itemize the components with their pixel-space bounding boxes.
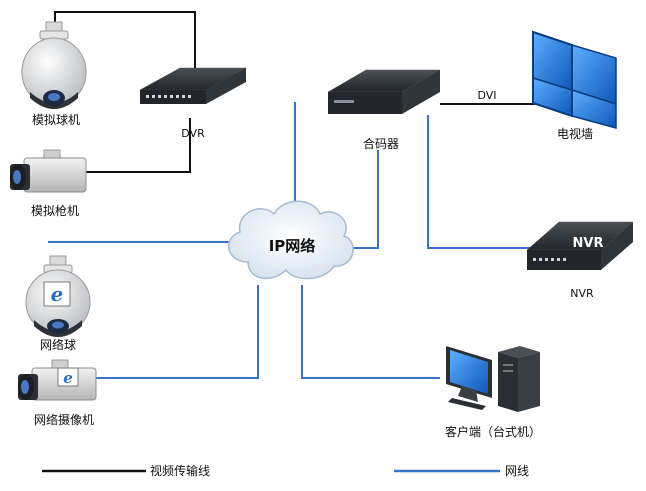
video-wall-label: 电视墙	[557, 126, 593, 141]
net-line-decoder-to-nvr	[427, 115, 530, 249]
ip-dome-label: 网络球	[40, 337, 76, 352]
nvr-device	[526, 221, 634, 270]
connection-lines	[48, 11, 535, 379]
ip-box-camera	[18, 359, 97, 401]
decoder-device	[327, 69, 441, 114]
svg-text:e: e	[51, 282, 64, 306]
cloud-label: IP网络	[269, 237, 316, 255]
video-line-dome-to-dvr	[54, 11, 196, 68]
svg-text:e: e	[63, 369, 73, 387]
net-line-ipcam-to-cloud	[95, 285, 259, 379]
analog-box-label: 模拟枪机	[31, 203, 79, 218]
client-label: 客户端（台式机）	[445, 424, 541, 439]
dvr-device	[139, 67, 247, 104]
video-wall	[532, 30, 617, 129]
dvi-label: DVI	[477, 89, 496, 102]
net-line-cloud-to-client	[301, 285, 440, 379]
legend-video-label: 视频传输线	[150, 463, 210, 478]
internet-explorer-icon: e	[43, 281, 71, 307]
video-line-box-to-dvr	[85, 118, 191, 173]
ip-camera-label: 网络摄像机	[34, 412, 94, 427]
legend-network-label: 网线	[505, 464, 529, 478]
analog-box-camera	[10, 149, 87, 193]
analog-dome-label: 模拟球机	[32, 113, 80, 127]
analog-dome-camera	[21, 21, 87, 109]
client-desktop-pc	[446, 346, 540, 412]
legend: 视频传输线 网线	[42, 463, 529, 478]
nvr-label: NVR	[570, 287, 594, 300]
internet-explorer-icon: e	[57, 367, 79, 387]
ip-network-cloud	[227, 200, 354, 280]
nvr-badge: NVR	[573, 236, 604, 251]
dvr-label: DVR	[181, 127, 205, 140]
decoder-label: 合码器	[363, 136, 399, 151]
